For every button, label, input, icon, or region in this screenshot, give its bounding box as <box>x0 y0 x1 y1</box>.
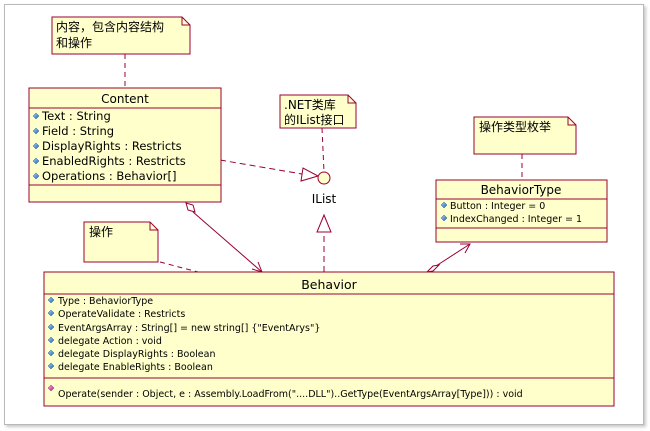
behavior-attr-1: OperateValidate : Restricts <box>58 309 185 320</box>
behavior-attr-0: Type : BehaviorType <box>57 296 153 307</box>
note-ilist: .NET类库 的IList接口 <box>279 94 357 129</box>
navigation-arrow-behaviortype <box>460 243 471 254</box>
class-behavior-name: Behavior <box>301 277 357 292</box>
attribute-icon <box>32 127 40 135</box>
attribute-icon <box>440 214 448 222</box>
note-ilist-line1: .NET类库 <box>284 97 336 112</box>
realization-content-ilist <box>219 159 303 175</box>
behaviortype-attr-1: IndexChanged : Integer = 1 <box>450 214 582 225</box>
content-attr-3: EnabledRights : Restricts <box>42 154 186 168</box>
behavior-op-0: Operate(sender : Object, e : Assembly.Lo… <box>58 389 523 400</box>
class-behaviortype-name: BehaviorType <box>481 183 562 197</box>
aggregation-content-behavior <box>192 211 263 273</box>
operation-icon <box>47 384 55 392</box>
class-behavior: Behavior Type : BehaviorType OperateVali… <box>43 271 615 407</box>
behavior-attributes: Type : BehaviorType OperateValidate : Re… <box>47 296 320 373</box>
ilist-interface-label: IList <box>312 192 337 206</box>
content-attr-1: Field : String <box>42 124 114 138</box>
class-behaviortype: BehaviorType Button : Integer = 0 IndexC… <box>435 179 608 243</box>
behavior-attr-2: EventArgsArray : String[] = new string[]… <box>58 323 320 334</box>
note-anchor-ilist <box>321 127 325 173</box>
aggregation-diamond-behavior <box>425 264 441 273</box>
realization-arrowhead <box>300 167 320 182</box>
note-ilist-line2: 的IList接口 <box>284 112 345 127</box>
behavior-attr-3: delegate Action : void <box>58 336 162 347</box>
content-attr-4: Operations : Behavior[] <box>42 169 176 183</box>
behavior-attr-5: delegate EnableRights : Boolean <box>58 362 213 373</box>
note-content: 内容，包含内容结构 和操作 <box>51 16 191 55</box>
attribute-icon <box>47 336 55 344</box>
attribute-icon <box>32 142 40 150</box>
attribute-icon <box>47 349 55 357</box>
behavior-operations: Operate(sender : Object, e : Assembly.Lo… <box>47 384 523 400</box>
attribute-icon <box>32 157 40 165</box>
attribute-icon <box>47 323 55 331</box>
aggregation-behavior-behaviortype <box>435 243 471 267</box>
attribute-icon <box>32 172 40 180</box>
attribute-icon <box>47 362 55 370</box>
behavior-attr-4: delegate DisplayRights : Boolean <box>58 349 216 360</box>
behaviortype-attr-0: Button : Integer = 0 <box>450 201 545 212</box>
note-content-line1: 内容，包含内容结构 <box>56 19 164 34</box>
attribute-icon <box>47 309 55 317</box>
ilist-interface-circle <box>317 171 331 185</box>
note-anchor-behavior <box>159 261 199 273</box>
realization-arrowhead-2 <box>316 213 332 233</box>
attribute-icon <box>440 201 448 209</box>
content-attr-0: Text : String <box>41 109 111 123</box>
class-content: Content Text : String Field : String Dis… <box>28 87 222 203</box>
content-attributes: Text : String Field : String DisplayRigh… <box>32 109 186 183</box>
note-behavior: 操作 <box>83 221 159 263</box>
aggregation-diamond-content <box>185 202 196 213</box>
note-behaviortype-line1: 操作类型枚举 <box>479 119 551 134</box>
note-content-line2: 和操作 <box>56 35 92 50</box>
content-attr-2: DisplayRights : Restricts <box>42 139 182 153</box>
note-behaviortype: 操作类型枚举 <box>473 116 577 155</box>
note-behavior-line1: 操作 <box>89 224 113 239</box>
class-content-name: Content <box>101 92 149 106</box>
attribute-icon <box>47 296 55 304</box>
attribute-icon <box>32 112 40 120</box>
